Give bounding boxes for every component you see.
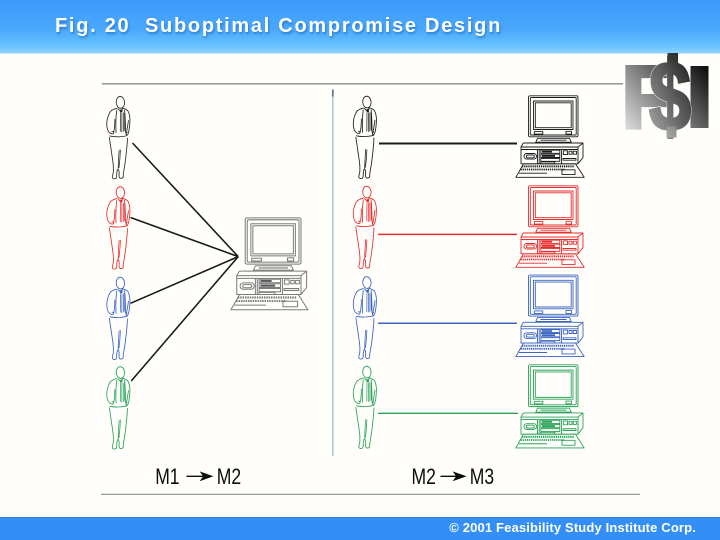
svg-text:M1: M1	[155, 465, 179, 490]
svg-text:M3: M3	[470, 465, 494, 490]
svg-text:M2: M2	[217, 465, 241, 490]
svg-text:M2: M2	[412, 465, 436, 490]
